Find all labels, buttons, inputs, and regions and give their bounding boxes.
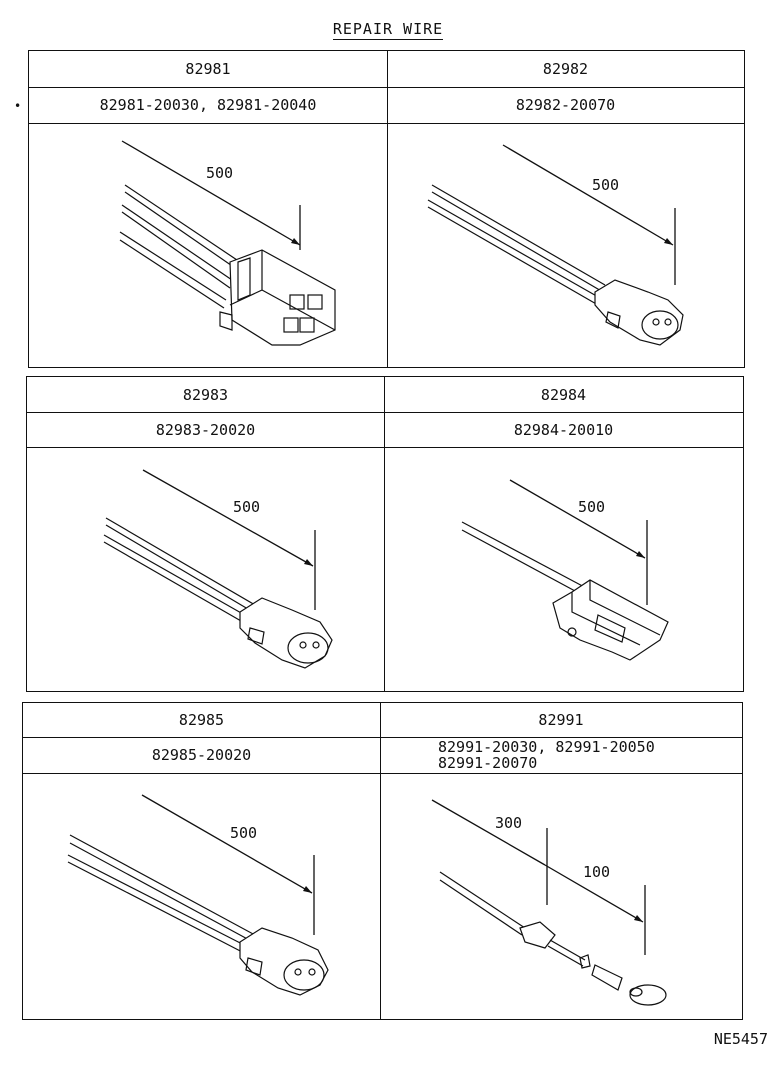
- part-numbers-82983: 82983-20020: [27, 412, 384, 447]
- part-numbers-82985: 82985-20020: [23, 737, 380, 773]
- part-number: 82985-20020: [151, 746, 252, 764]
- part-number: 82991-20030, 82991-20050: [438, 738, 655, 756]
- panel-1: 82981 82982 82981-20030, 82981-20040 829…: [28, 50, 745, 368]
- page-title: REPAIR WIRE: [332, 20, 444, 40]
- length-dimension-82983: 500: [233, 498, 260, 516]
- length-dimension-82985: 500: [230, 824, 257, 842]
- length-dimension-82984: 500: [578, 498, 605, 516]
- part-number: 82991-20070: [438, 754, 538, 772]
- part-number: 82981-20030, 82981-20040: [99, 96, 317, 114]
- panel-3: 82985 82991 82985-20020 82991-20030, 829…: [22, 702, 743, 1020]
- part-code-82984: 82984: [540, 385, 587, 404]
- length-dimension-300: 300: [495, 814, 522, 832]
- drawing-reference: NE5457: [713, 1030, 768, 1048]
- part-code-82981: 82981: [185, 60, 231, 78]
- stray-mark: •: [14, 99, 22, 113]
- part-numbers-82981: 82981-20030, 82981-20040: [29, 87, 387, 123]
- length-dimension-82981: 500: [206, 164, 233, 182]
- part-number: 82983-20020: [155, 420, 256, 439]
- part-code-82985: 82985: [178, 711, 225, 729]
- part-numbers-82991: 82991-20030, 82991-20050 82991-20070: [380, 737, 742, 773]
- panel-2: 82983 82984 82983-20020 82984-20010: [26, 376, 744, 692]
- part-code-82983: 82983: [182, 385, 229, 404]
- length-dimension-82982: 500: [592, 176, 619, 194]
- part-code-82991: 82991: [538, 711, 584, 729]
- part-numbers-82982: 82982-20070: [387, 87, 744, 123]
- length-dimension-100: 100: [583, 863, 610, 881]
- part-number: 82984-20010: [513, 420, 614, 439]
- part-code-82982: 82982: [542, 60, 589, 78]
- part-number: 82982-20070: [515, 96, 616, 114]
- part-numbers-82984: 82984-20010: [384, 412, 743, 447]
